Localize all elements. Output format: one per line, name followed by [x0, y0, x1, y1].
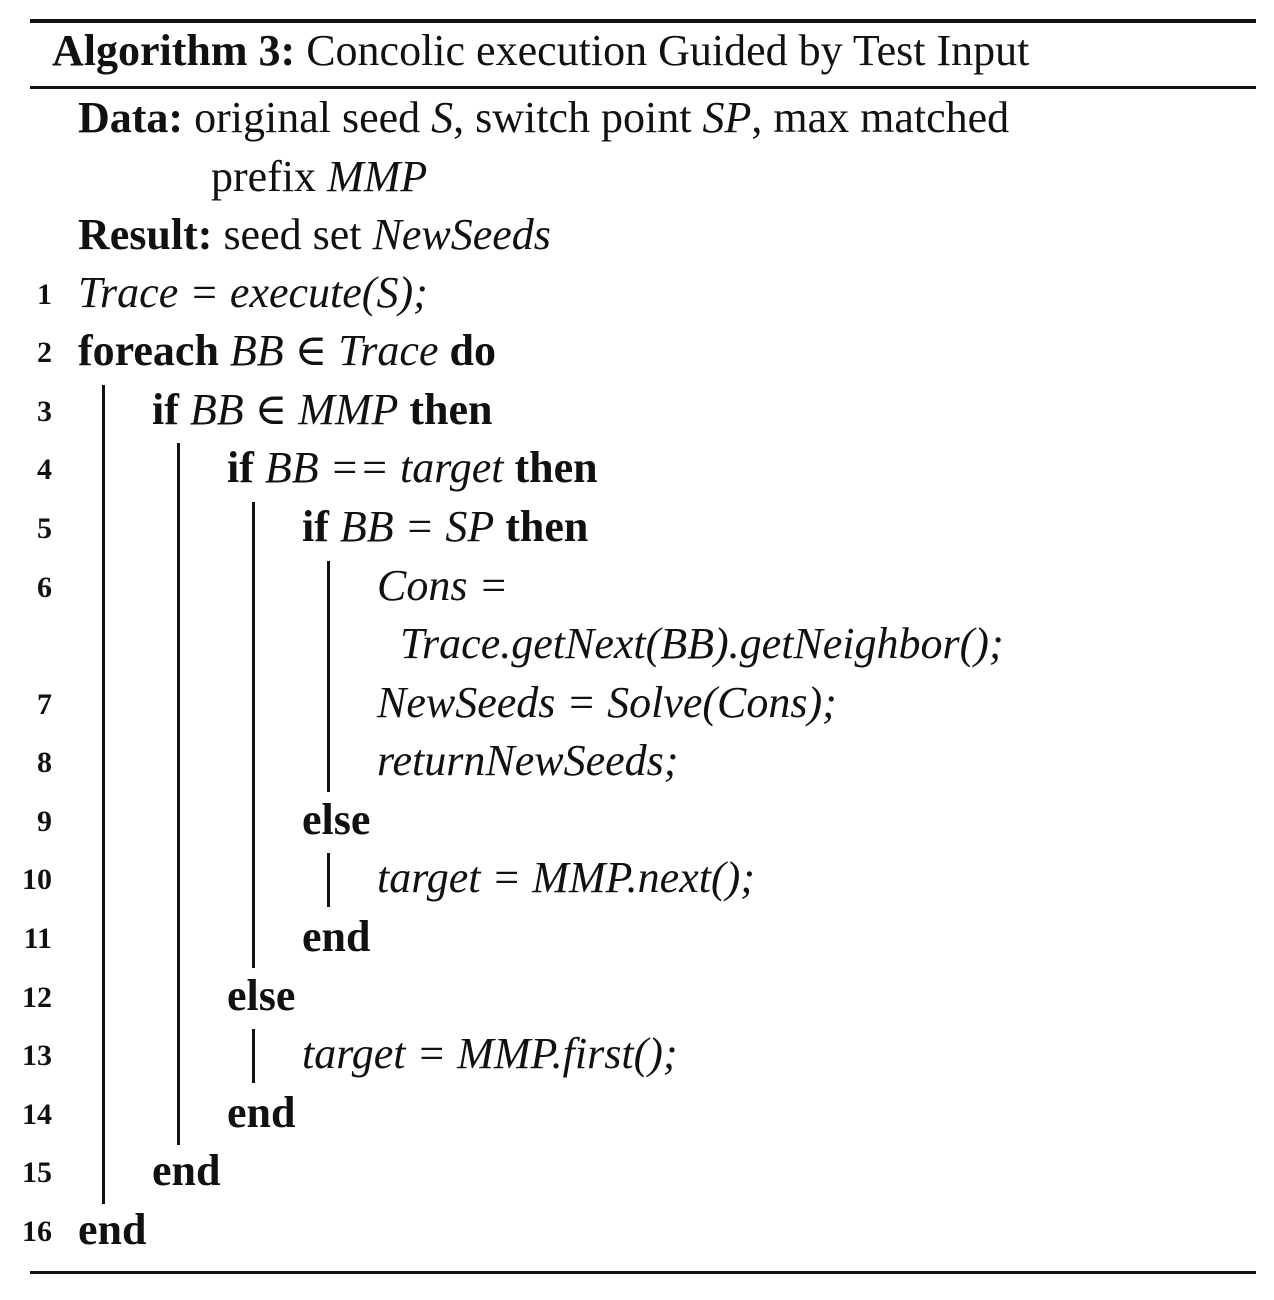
- keyword-if: if: [302, 502, 329, 551]
- code-line-8: returnNewSeeds;: [377, 736, 679, 785]
- indent-bar-if-sp: [327, 561, 330, 792]
- line-number: 9: [37, 805, 52, 838]
- result-var: NewSeeds: [372, 210, 551, 259]
- line-number: 8: [37, 746, 52, 779]
- code-line-14: end: [227, 1088, 296, 1137]
- code-line-10: target = MMP.next();: [377, 853, 755, 902]
- line-number: 15: [22, 1156, 52, 1189]
- bottom-rule: [30, 1271, 1256, 1274]
- condition-expression: BB == target: [264, 443, 504, 492]
- algorithm-name: Concolic execution Guided by Test Input: [306, 26, 1030, 75]
- line-number: 2: [37, 336, 52, 369]
- condition-expression: BB ∈ MMP: [189, 385, 399, 434]
- data-var-s: S: [431, 93, 454, 142]
- keyword-then: then: [514, 443, 598, 492]
- line-number: 14: [22, 1098, 52, 1131]
- code-line-5: if BB = SP then: [302, 498, 588, 556]
- line-number: 4: [37, 453, 52, 486]
- code-line-6: Cons =: [377, 561, 509, 610]
- code-line-4: if BB == target then: [227, 439, 598, 497]
- mid-rule: [30, 86, 1256, 89]
- data-var-mmp: MMP: [327, 152, 428, 201]
- line-number: 3: [37, 395, 52, 428]
- data-text: , switch point: [453, 93, 703, 142]
- data-text: prefix: [211, 152, 328, 201]
- code-line-9: else: [302, 795, 371, 844]
- code-line-16: end: [78, 1205, 147, 1254]
- code-line-12: else: [227, 971, 296, 1020]
- code-line-1: Trace = execute(S);: [78, 268, 428, 317]
- indent-bar-if-mmp: [177, 443, 180, 1145]
- data-var-sp: SP: [702, 93, 752, 142]
- line-number: 10: [22, 863, 52, 896]
- loop-expression: BB ∈ Trace: [229, 326, 439, 375]
- code-line-6-cont: Trace.getNext(BB).getNeighbor();: [400, 619, 1004, 668]
- code-line-2: foreach BB ∈ Trace do: [78, 322, 496, 380]
- keyword-do: do: [449, 326, 496, 375]
- keyword-then: then: [409, 385, 493, 434]
- data-line-1: Data: original seed S, switch point SP, …: [78, 89, 1009, 147]
- line-number: 5: [37, 512, 52, 545]
- data-text: , max matched: [751, 93, 1010, 142]
- result-text: seed set: [223, 210, 373, 259]
- keyword-if: if: [227, 443, 254, 492]
- code-line-15: end: [152, 1146, 221, 1195]
- code-line-7: NewSeeds = Solve(Cons);: [377, 678, 837, 727]
- indent-bar-if-target: [252, 502, 255, 968]
- line-number: 13: [22, 1039, 52, 1072]
- line-number: 7: [37, 688, 52, 721]
- data-label: Data:: [78, 93, 184, 142]
- code-line-11: end: [302, 912, 371, 961]
- indent-bar-foreach: [102, 385, 105, 1204]
- top-rule: [30, 19, 1256, 23]
- line-number: 1: [37, 278, 52, 311]
- condition-expression: BB = SP: [339, 502, 495, 551]
- keyword-if: if: [152, 385, 179, 434]
- keyword-foreach: foreach: [78, 326, 219, 375]
- algorithm-title: Algorithm 3: Concolic execution Guided b…: [52, 22, 1029, 80]
- data-text: original seed: [194, 93, 432, 142]
- line-number: 12: [22, 981, 52, 1014]
- line-number: 16: [22, 1215, 52, 1248]
- result-line: Result: seed set NewSeeds: [78, 206, 551, 264]
- code-line-3: if BB ∈ MMP then: [152, 381, 493, 439]
- code-line-13: target = MMP.first();: [302, 1029, 678, 1078]
- indent-bar-else-inner: [327, 853, 330, 907]
- algorithm-label: Algorithm 3:: [52, 26, 296, 75]
- data-line-2: prefix MMP: [211, 148, 427, 206]
- line-number: 6: [37, 571, 52, 604]
- line-number: 11: [23, 922, 52, 955]
- result-label: Result:: [78, 210, 213, 259]
- keyword-then: then: [505, 502, 589, 551]
- indent-bar-else-outer: [252, 1029, 255, 1083]
